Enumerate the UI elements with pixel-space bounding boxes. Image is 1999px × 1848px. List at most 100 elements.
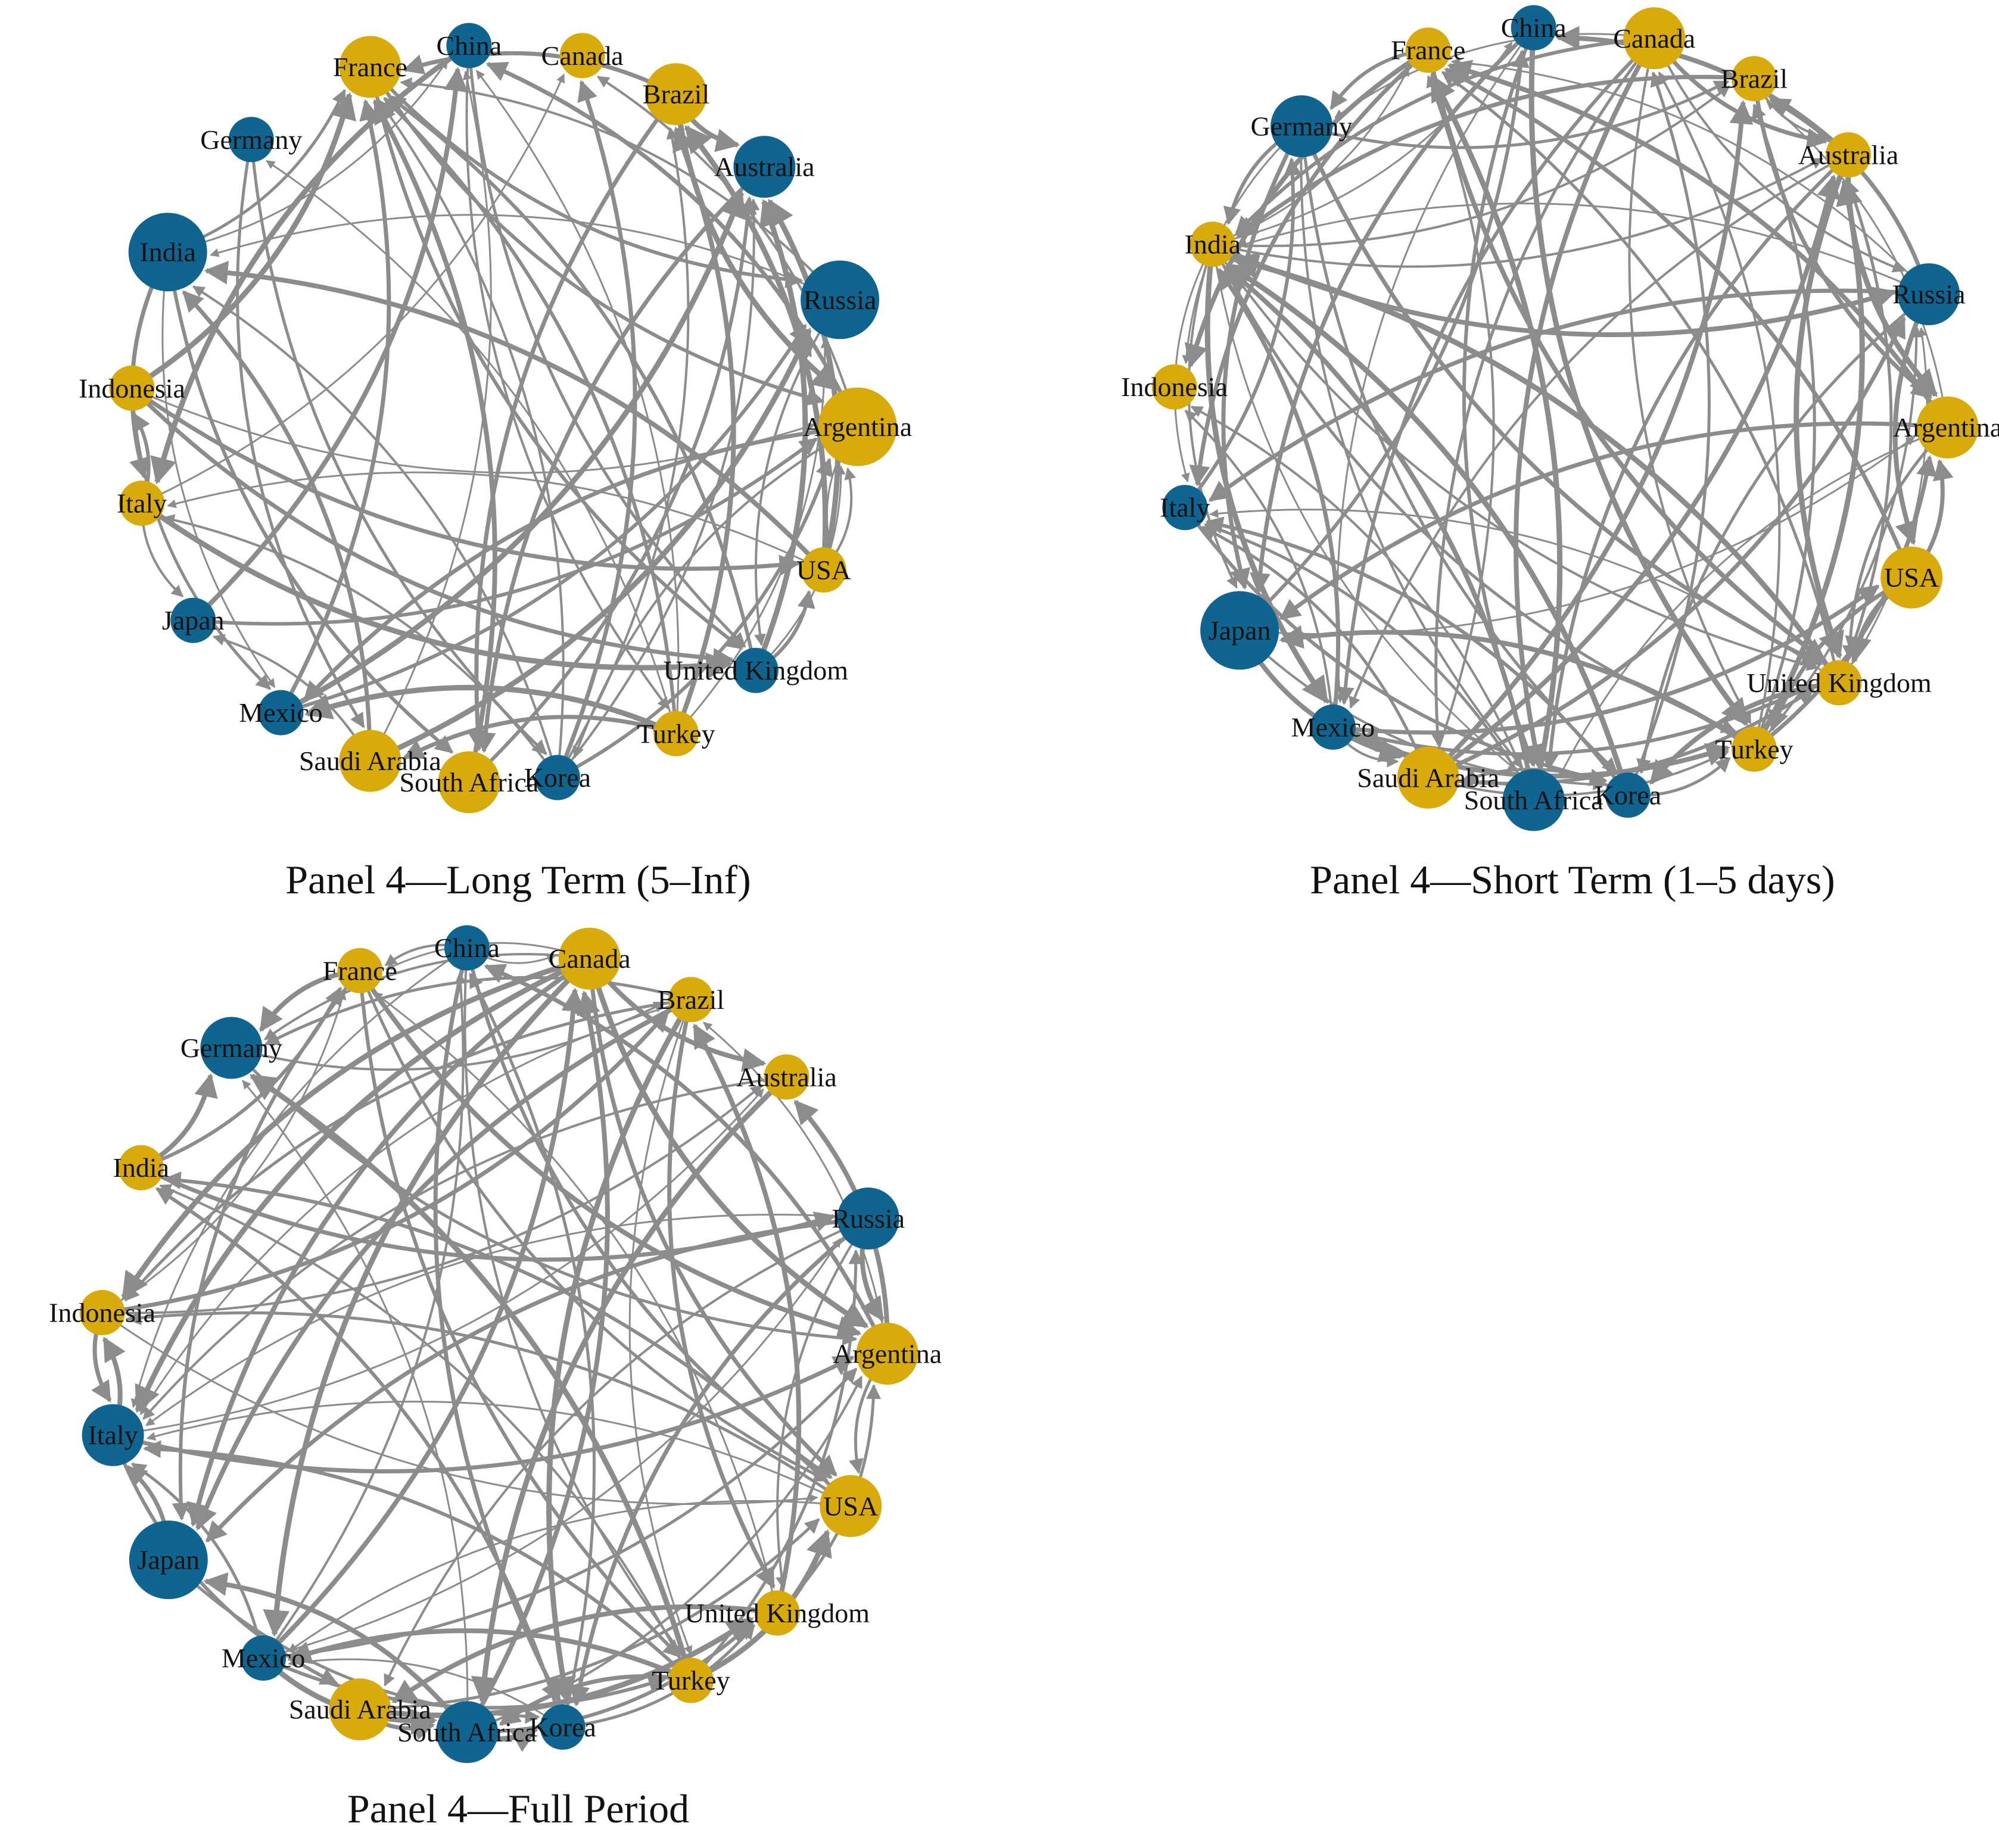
edge-germany-to-korea bbox=[250, 139, 547, 755]
node-saudi-arabia bbox=[1397, 746, 1459, 809]
node-label-saudi-arabia: Saudi Arabia bbox=[1357, 762, 1499, 793]
node-label-mexico: Mexico bbox=[1291, 712, 1375, 742]
edge-argentina-to-china bbox=[485, 61, 860, 428]
edge-usa-to-australia bbox=[767, 198, 841, 571]
edge-korea-to-india bbox=[192, 285, 559, 778]
edge-saudi-arabia-to-turkey bbox=[1428, 750, 1729, 797]
edge-india-to-brazil bbox=[1212, 85, 1730, 248]
node-label-turkey: Turkey bbox=[1715, 734, 1793, 764]
edge-italy-to-argentina bbox=[112, 1355, 855, 1473]
edge-canada-to-italy bbox=[135, 956, 591, 1413]
edge-argentina-to-france bbox=[1447, 60, 1950, 429]
node-china bbox=[444, 925, 490, 971]
edge-korea-to-canada bbox=[1626, 71, 1711, 796]
node-france bbox=[339, 36, 401, 98]
edge-india-to-united-kingdom bbox=[1212, 243, 1819, 671]
node-label-australia: Australia bbox=[714, 152, 815, 182]
edge-turkey-to-brazil bbox=[1752, 103, 1816, 750]
edge-canada-to-japan bbox=[186, 956, 591, 1527]
edge-germany-to-brazil bbox=[1301, 80, 1730, 149]
node-label-usa: USA bbox=[1884, 562, 1939, 593]
node-label-japan: Japan bbox=[1209, 615, 1271, 646]
edge-france-to-japan bbox=[172, 969, 362, 1521]
node-russia bbox=[801, 260, 880, 339]
edge-mexico-to-canada bbox=[261, 987, 586, 1660]
edge-germany-to-saudi-arabia bbox=[236, 139, 365, 728]
edge-china-to-japan bbox=[1249, 26, 1536, 594]
node-label-brazil: Brazil bbox=[1721, 64, 1788, 94]
edge-turkey-to-germany bbox=[249, 1073, 694, 1681]
node-label-canada: Canada bbox=[1613, 23, 1695, 54]
edge-italy-to-korea bbox=[1183, 506, 1608, 787]
edge-south-africa-to-france bbox=[372, 99, 497, 783]
edge-korea-to-india bbox=[1226, 263, 1631, 796]
edge-mexico-to-france bbox=[279, 99, 391, 714]
edge-south-africa-to-germany bbox=[242, 1080, 469, 1732]
edge-saudi-arabia-to-brazil bbox=[1426, 100, 1754, 780]
node-label-russia: Russia bbox=[1892, 279, 1966, 310]
edge-canada-to-usa bbox=[587, 958, 837, 1477]
edge-indonesia-to-australia bbox=[102, 1085, 763, 1314]
edge-turkey-to-brazil bbox=[672, 126, 736, 735]
edge-korea-to-india bbox=[155, 1187, 565, 1728]
node-label-canada: Canada bbox=[541, 40, 624, 71]
node-brazil bbox=[668, 977, 714, 1023]
node-label-indonesia: Indonesia bbox=[49, 1298, 155, 1328]
node-germany bbox=[228, 117, 274, 163]
edge-korea-to-brazil bbox=[556, 127, 690, 778]
edge-russia-to-italy bbox=[145, 1214, 868, 1426]
node-korea bbox=[1605, 772, 1651, 818]
edge-united-kingdom-to-australia bbox=[753, 198, 808, 672]
edge-canada-to-argentina bbox=[587, 958, 869, 1329]
edge-russia-to-saudi-arabia bbox=[384, 1217, 869, 1687]
node-india bbox=[128, 213, 207, 292]
node-label-italy: Italy bbox=[117, 488, 167, 519]
node-label-germany: Germany bbox=[200, 124, 302, 155]
edge-indonesia-to-argentina bbox=[131, 387, 816, 474]
edge-india-to-china bbox=[1212, 41, 1513, 245]
edge-japan-to-china bbox=[1238, 49, 1530, 632]
edge-south-africa-to-indonesia bbox=[1190, 406, 1535, 801]
panel-short-term-edges bbox=[1173, 26, 1954, 801]
node-germany bbox=[200, 1017, 263, 1079]
edge-usa-to-mexico bbox=[288, 1500, 851, 1653]
node-label-japan: Japan bbox=[137, 1545, 200, 1575]
edge-france-to-russia bbox=[369, 66, 804, 289]
node-indonesia bbox=[109, 365, 155, 411]
node-japan bbox=[129, 1520, 208, 1600]
edge-germany-to-south-africa bbox=[1300, 126, 1524, 769]
edge-france-to-argentina bbox=[368, 66, 825, 406]
edge-mexico-to-india bbox=[1217, 267, 1341, 728]
node-korea bbox=[540, 1704, 586, 1750]
node-label-france: France bbox=[1391, 35, 1465, 66]
node-label-saudi-arabia: Saudi Arabia bbox=[299, 746, 441, 776]
node-russia bbox=[837, 1188, 899, 1249]
node-label-china: China bbox=[1501, 13, 1567, 43]
panel-long-term-edges bbox=[129, 43, 860, 784]
edge-france-to-united-kingdom bbox=[368, 66, 743, 650]
node-turkey bbox=[653, 710, 699, 756]
edge-france-to-italy bbox=[1189, 48, 1430, 487]
node-label-korea: Korea bbox=[529, 1712, 596, 1743]
edge-mexico-to-italy bbox=[130, 1462, 265, 1659]
edge-turkey-to-canada bbox=[1658, 71, 1781, 750]
node-china bbox=[446, 23, 492, 68]
node-label-united-kingdom: United Kingdom bbox=[685, 1598, 870, 1628]
node-label-france: France bbox=[333, 52, 407, 82]
node-label-china: China bbox=[436, 30, 502, 61]
node-brazil bbox=[645, 63, 707, 126]
edge-indonesia-to-usa bbox=[101, 1311, 818, 1506]
node-italy bbox=[82, 1404, 144, 1466]
node-label-india: India bbox=[113, 1152, 170, 1183]
node-label-russia: Russia bbox=[804, 285, 877, 315]
node-indonesia bbox=[79, 1290, 125, 1335]
node-label-france: France bbox=[323, 955, 397, 986]
node-label-turkey: Turkey bbox=[637, 718, 715, 749]
edge-china-to-united-kingdom bbox=[467, 45, 746, 648]
edge-italy-to-germany bbox=[1183, 157, 1302, 509]
edge-france-to-argentina bbox=[357, 969, 862, 1339]
